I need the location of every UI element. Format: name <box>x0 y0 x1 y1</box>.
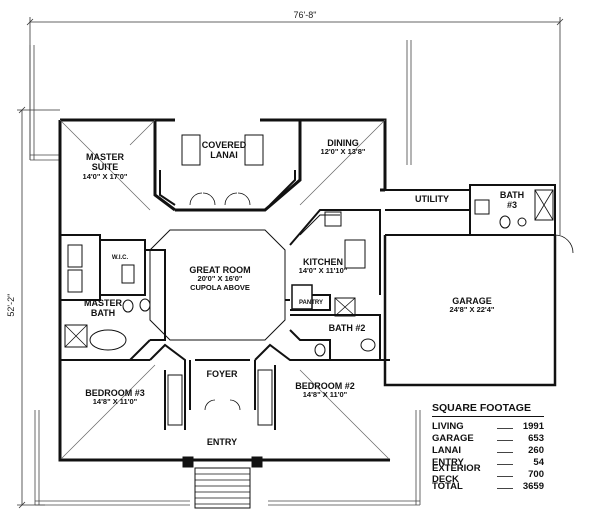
covered-lanai-name-2: LANAI <box>210 150 238 161</box>
bedroom3-walls <box>60 343 186 430</box>
dining-size: 12'0" X 13'8" <box>320 147 366 157</box>
master-suite-name-2: SUITE <box>91 162 119 173</box>
ceiling-lines <box>59 119 391 461</box>
foyer-walls <box>189 359 256 411</box>
front-porch-deck <box>34 410 421 506</box>
great-room-name: GREAT ROOM <box>189 265 251 275</box>
sqft-row-exterior-deck: EXTERIOR DECK 700 <box>432 463 544 485</box>
lanai-doors <box>189 192 251 206</box>
square-footage-title: SQUARE FOOTAGE <box>432 402 544 417</box>
rear-deck-railing <box>29 40 412 165</box>
bedroom3-label: BEDROOM #3 14'8" X 11'0" <box>82 388 148 407</box>
sqft-value: 1991 <box>522 420 544 432</box>
bedroom2-label: BEDROOM #2 14'8" X 11'0" <box>292 381 358 400</box>
sqft-value: 54 <box>533 456 544 468</box>
sqft-label: TOTAL <box>432 480 463 492</box>
kitchen-name: KITCHEN <box>303 257 343 267</box>
leader-line <box>497 471 513 477</box>
sqft-value: 3659 <box>522 480 544 492</box>
lanai-walls <box>159 134 296 206</box>
leader-line <box>497 459 513 465</box>
sqft-label: GARAGE <box>432 432 474 444</box>
kitchen-label: KITCHEN 14'0" X 11'10" <box>288 257 358 276</box>
overall-depth-dimension <box>17 106 60 509</box>
master-bath-name-1: MASTER <box>84 298 122 308</box>
sqft-value: 700 <box>528 468 544 480</box>
sqft-row-lanai: LANAI 260 <box>432 444 544 456</box>
bath3-name-1: BATH <box>499 190 525 200</box>
kitchen-size: 14'0" X 11'10" <box>298 266 348 276</box>
covered-lanai-label: COVERED LANAI <box>200 140 248 161</box>
sqft-label: EXTERIOR DECK <box>432 463 481 485</box>
sqft-row-entry: ENTRY 54 <box>432 456 544 468</box>
overall-width-dimension <box>26 17 564 235</box>
bedroom2-size: 14'8" X 11'0" <box>302 390 348 400</box>
sqft-value: 260 <box>528 444 544 456</box>
foyer-label: FOYER <box>206 369 238 379</box>
entry-label: ENTRY <box>206 437 238 447</box>
dining-name: DINING <box>327 138 359 148</box>
sqft-row-total: TOTAL 3659 <box>432 480 544 492</box>
garage-size: 24'8" X 22'4" <box>449 305 495 315</box>
great-room-size: 20'0" X 16'0" <box>197 274 243 284</box>
leader-line <box>497 483 513 489</box>
dining-label: DINING 12'0" X 13'8" <box>312 138 374 157</box>
leader-line <box>497 423 513 429</box>
master-bath-name-2: BATH <box>90 308 116 319</box>
bedroom3-size: 14'8" X 11'0" <box>92 397 138 407</box>
overall-depth-label: 52'-2" <box>5 293 16 317</box>
entry-porch <box>60 456 390 509</box>
sqft-label: ENTRY <box>432 456 464 468</box>
bedroom3-name: BEDROOM #3 <box>85 388 145 398</box>
sqft-value: 653 <box>528 432 544 444</box>
leader-line <box>497 447 513 453</box>
bath2-label: BATH #2 <box>328 323 366 333</box>
covered-lanai-name-1: COVERED <box>201 140 247 150</box>
sqft-label: LANAI <box>432 444 462 456</box>
master-bath-label: MASTER BATH <box>75 298 131 319</box>
sqft-row-garage: GARAGE 653 <box>432 432 544 444</box>
sqft-label: LIVING <box>432 420 464 432</box>
leader-line <box>497 435 513 441</box>
bath3-name-2: #3 <box>506 200 517 211</box>
utility-label: UTILITY <box>415 194 449 204</box>
great-room-walls <box>149 229 286 341</box>
garage-walls <box>383 234 574 387</box>
bath2-walls <box>289 314 381 360</box>
master-suite-label: MASTER SUITE 14'0" X 17'0" <box>75 152 135 181</box>
pantry-label: PANTRY <box>299 300 323 306</box>
bedroom2-name: BEDROOM #2 <box>295 381 355 391</box>
bedroom2-walls <box>254 343 390 430</box>
master-suite-size: 14'0" X 17'0" <box>82 171 128 181</box>
sqft-row-living: LIVING 1991 <box>432 420 544 432</box>
great-room-label: GREAT ROOM 20'0" X 16'0" CUPOLA ABOVE <box>180 265 260 293</box>
bath3-label: BATH #3 <box>495 190 529 211</box>
square-footage-table: SQUARE FOOTAGE LIVING 1991 GARAGE 653 LANA… <box>432 402 544 492</box>
utility-bath3-walls <box>385 184 556 236</box>
wic-label: W.I.C. <box>111 255 129 261</box>
garage-name: GARAGE <box>452 296 492 306</box>
kitchen-walls <box>285 209 381 317</box>
master-suite-name-1: MASTER <box>86 152 124 162</box>
overall-width-label: 76'-8" <box>293 10 317 20</box>
great-room-note: CUPOLA ABOVE <box>190 282 250 292</box>
garage-label: GARAGE 24'8" X 22'4" <box>432 296 512 315</box>
